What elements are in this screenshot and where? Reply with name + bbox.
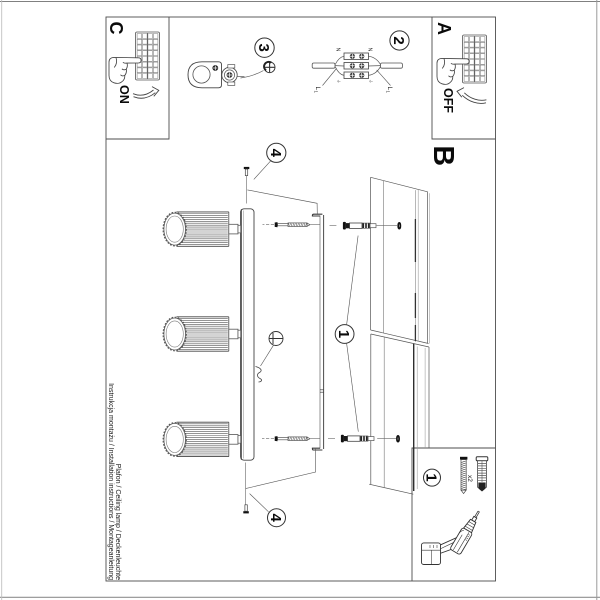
svg-text:1: 1 — [423, 473, 440, 481]
svg-text:A: A — [434, 22, 454, 35]
svg-text:ON: ON — [117, 85, 131, 104]
svg-text:OFF: OFF — [441, 88, 455, 113]
svg-text:2: 2 — [390, 36, 407, 44]
svg-text:B: B — [427, 146, 459, 167]
svg-text:L: L — [314, 87, 321, 91]
svg-text:N: N — [335, 48, 341, 52]
svg-text:Instrukcja montażu / Installat: Instrukcja montażu / Installation instru… — [107, 383, 114, 580]
svg-text:C: C — [106, 22, 126, 35]
svg-text:4: 4 — [267, 514, 284, 523]
svg-text:N: N — [367, 48, 373, 52]
svg-text:L: L — [386, 87, 393, 91]
svg-text:4: 4 — [267, 149, 284, 158]
svg-text:Plafon / Ceiling lamp / Decken: Plafon / Ceiling lamp / Deckenleuchte — [114, 464, 121, 580]
svg-text:3: 3 — [255, 44, 272, 52]
svg-text:1: 1 — [386, 91, 391, 94]
svg-text:x2: x2 — [466, 475, 473, 482]
svg-text:1: 1 — [335, 330, 352, 338]
svg-text:1: 1 — [314, 91, 319, 94]
